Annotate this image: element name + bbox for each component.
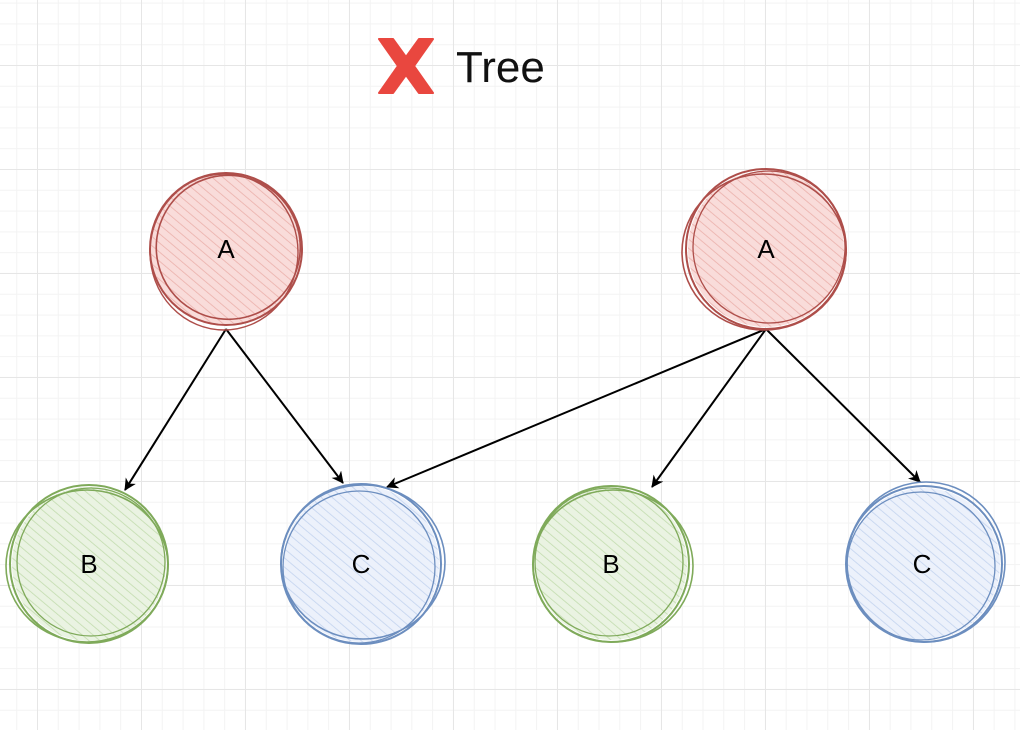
node-label: B xyxy=(80,549,97,579)
diagram-title: Tree xyxy=(456,43,545,92)
edge-a2-b2 xyxy=(651,328,767,488)
node-c-shared[interactable]: C xyxy=(280,483,446,645)
edge-a1-b1 xyxy=(124,328,227,491)
nodes-layer: A B C xyxy=(5,166,1006,645)
node-c-right[interactable]: C xyxy=(845,481,1006,643)
node-label: B xyxy=(602,549,619,579)
node-label: C xyxy=(913,549,932,579)
node-a-right[interactable]: A xyxy=(681,168,847,331)
node-label: A xyxy=(757,234,775,264)
cross-mark-icon xyxy=(378,38,434,94)
node-b-right[interactable]: B xyxy=(532,485,694,643)
node-label: A xyxy=(217,234,235,264)
edges-layer xyxy=(124,328,921,491)
node-b-left[interactable]: B xyxy=(5,484,169,644)
title-group: Tree xyxy=(378,38,545,94)
edge-a1-c1 xyxy=(225,328,344,484)
node-a-left[interactable]: A xyxy=(147,166,310,331)
edge-a2-c2 xyxy=(765,328,921,483)
node-label: C xyxy=(352,549,371,579)
edge-a2-c1 xyxy=(386,328,767,489)
